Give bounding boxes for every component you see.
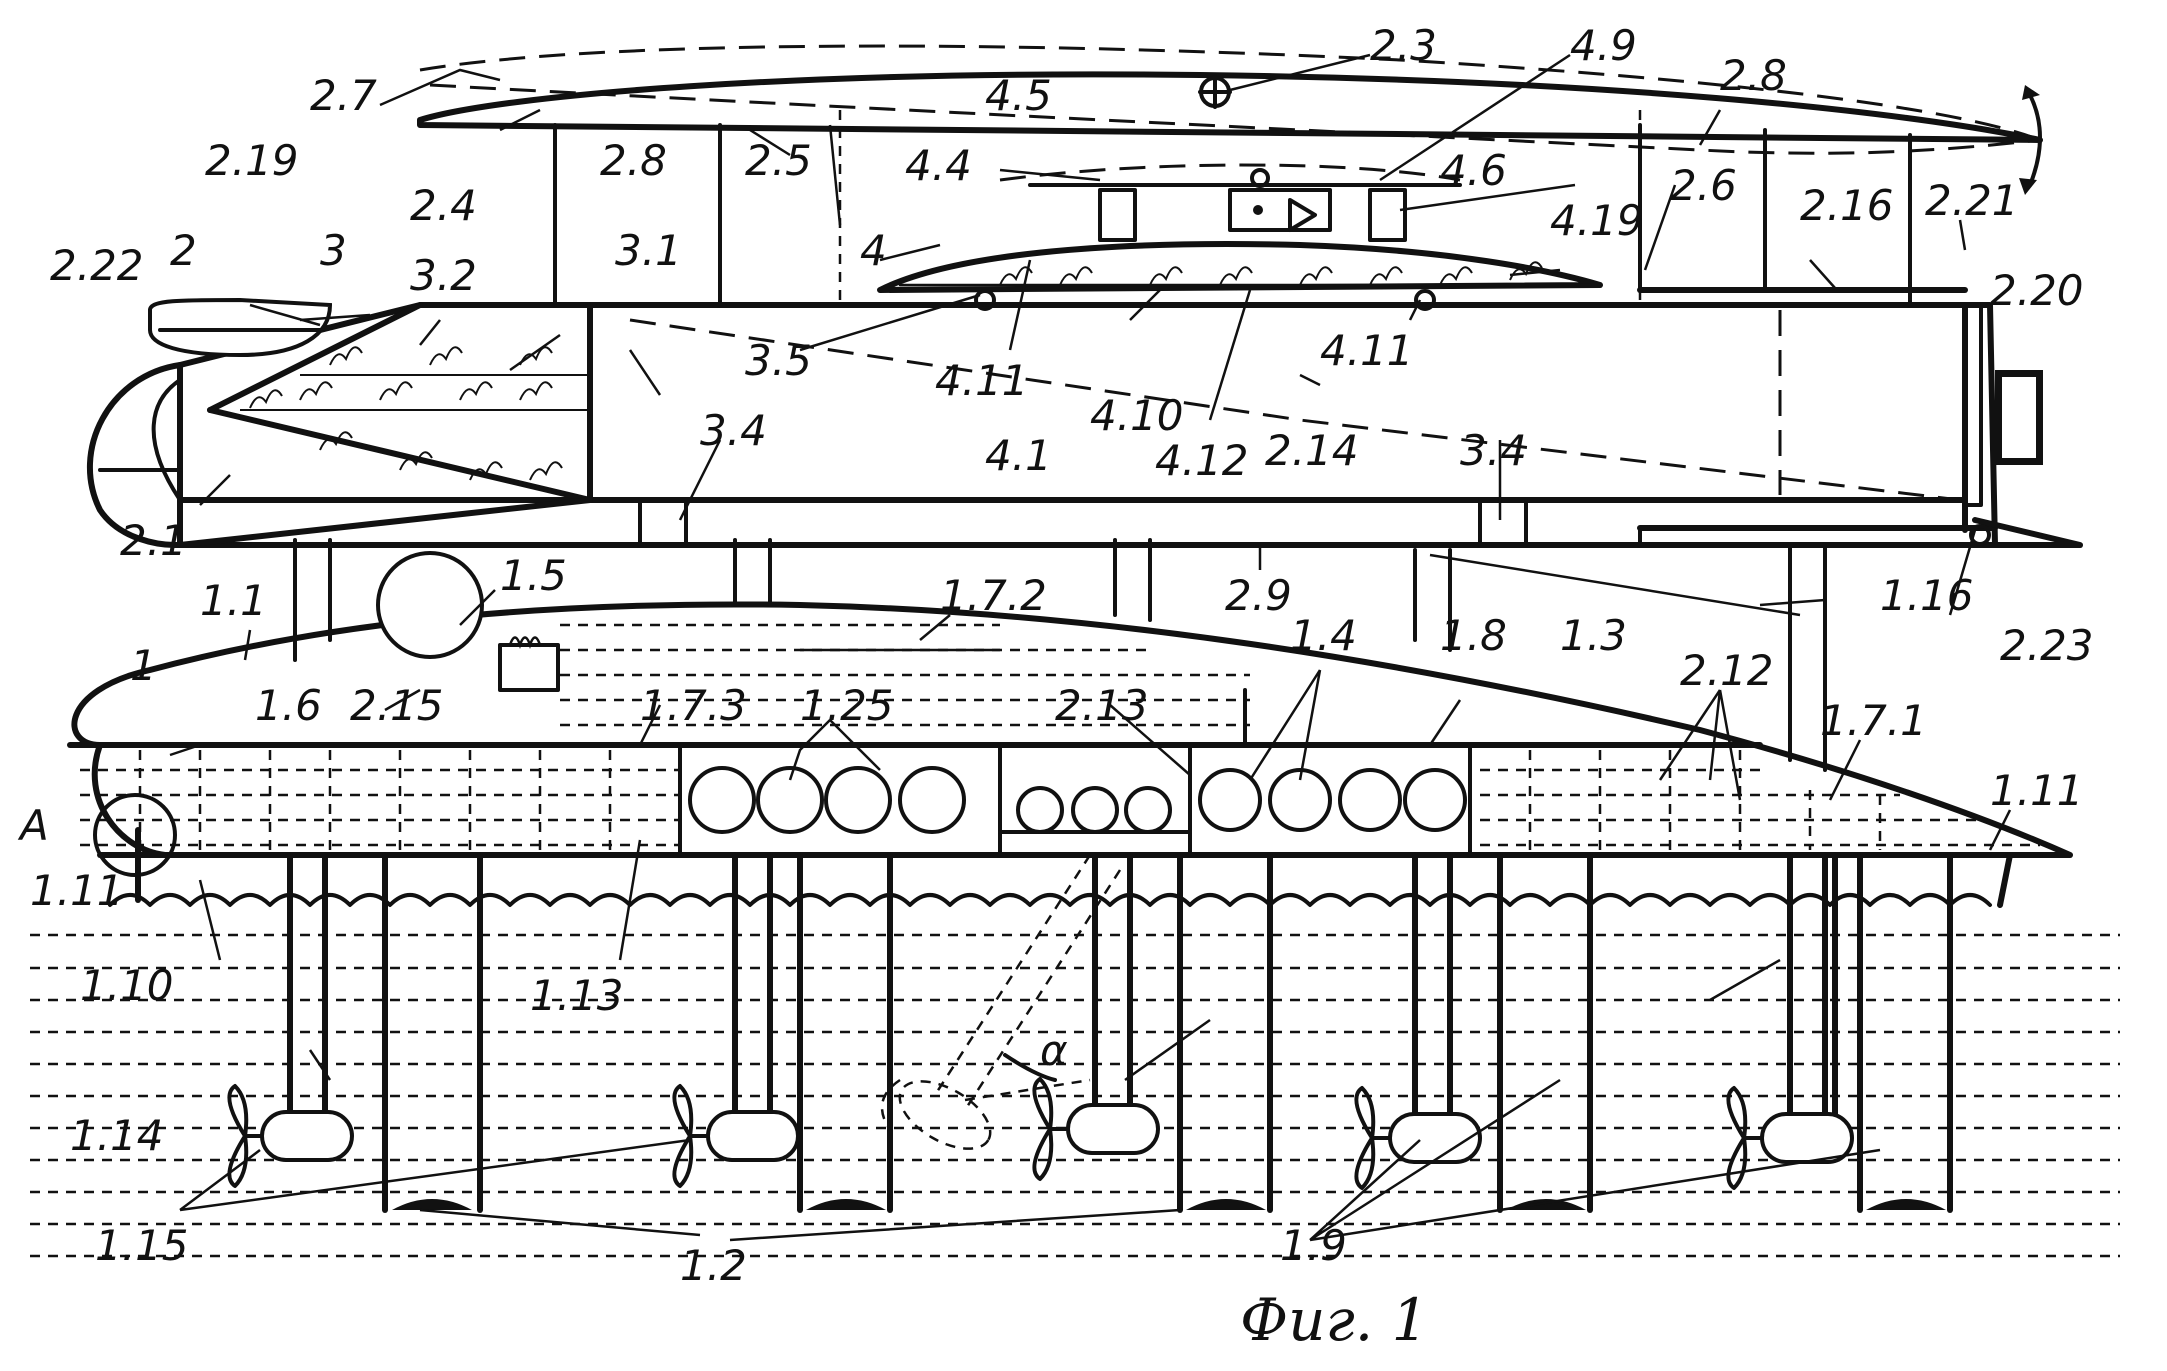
label-2-15: 2.15 <box>350 681 444 730</box>
upper-wing-outline <box>420 74 2040 140</box>
label-1-5: 1.5 <box>500 551 567 600</box>
label-4-19: 4.19 <box>1550 196 1644 245</box>
label-2-23: 2.23 <box>2000 621 2094 670</box>
label-3-4-right: 3.4 <box>1460 426 1527 475</box>
label-4: 4 <box>860 226 887 275</box>
label-1-3: 1.3 <box>1560 611 1627 660</box>
label-2-8-top: 2.8 <box>1720 51 1787 100</box>
label-2-21: 2.21 <box>1925 176 2019 225</box>
label-a: A <box>17 801 49 850</box>
label-3-2: 3.2 <box>410 251 477 300</box>
label-2-19: 2.19 <box>205 136 299 185</box>
middle-hull-outline <box>90 305 1995 545</box>
label-1-9: 1.9 <box>1280 1221 1347 1270</box>
label-1-10: 1.10 <box>80 961 174 1010</box>
label-2-12: 2.12 <box>1680 646 1774 695</box>
label-1-7-3: 1.7.3 <box>640 681 747 730</box>
label-3: 3 <box>320 226 347 275</box>
label-4-6: 4.6 <box>1440 146 1507 195</box>
label-3-5: 3.5 <box>745 336 812 385</box>
label-1-11-left: 1.11 <box>30 866 124 915</box>
water <box>30 895 2120 1256</box>
label-4-4: 4.4 <box>905 141 972 190</box>
label-alpha: α <box>1040 1026 1068 1075</box>
label-4-1: 4.1 <box>985 431 1052 480</box>
label-1-4: 1.4 <box>1290 611 1357 660</box>
label-2-22: 2.22 <box>50 241 144 290</box>
label-1-16: 1.16 <box>1880 571 1974 620</box>
label-2-9: 2.9 <box>1225 571 1292 620</box>
hatch-circle-1-6 <box>378 553 482 657</box>
label-2-3: 2.3 <box>1370 21 1437 70</box>
label-4-11-left: 4.11 <box>935 356 1029 405</box>
label-2-7: 2.7 <box>310 71 377 120</box>
label-1-7-2: 1.7.2 <box>940 571 1047 620</box>
label-1-14: 1.14 <box>70 1111 164 1160</box>
label-1-11-right: 1.11 <box>1990 766 2084 815</box>
label-3-4-left: 3.4 <box>700 406 767 455</box>
label-2-4: 2.4 <box>410 181 477 230</box>
label-1-13: 1.13 <box>530 971 624 1020</box>
canopy <box>150 300 330 355</box>
leg-caps-1-2 <box>392 1199 1946 1210</box>
label-2-14: 2.14 <box>1265 426 1359 475</box>
label-4-5: 4.5 <box>985 71 1052 120</box>
box-2-15 <box>500 645 558 690</box>
cylinders-1-8 <box>1200 770 1465 830</box>
label-2-5: 2.5 <box>745 136 812 185</box>
water-surface-waves <box>110 895 1990 905</box>
label-2-6: 2.6 <box>1670 161 1737 210</box>
label-1: 1 <box>130 641 157 690</box>
vertical-dashes <box>140 750 1880 850</box>
middle-hull <box>90 300 2080 545</box>
label-1-25: 1.25 <box>800 681 894 730</box>
label-1-15: 1.15 <box>95 1221 189 1270</box>
label-4-12: 4.12 <box>1155 436 1249 485</box>
label-4-9: 4.9 <box>1570 21 1637 70</box>
label-2-1: 2.1 <box>120 516 187 565</box>
label-1-2: 1.2 <box>680 1241 747 1290</box>
cylinders-2-13 <box>1018 788 1170 832</box>
label-2-16: 2.16 <box>1800 181 1894 230</box>
label-1-8: 1.8 <box>1440 611 1507 660</box>
label-3-1: 3.1 <box>615 226 682 275</box>
figure-caption: Фиг. 1 <box>1240 1286 1429 1354</box>
cylinders-1-25 <box>690 768 964 832</box>
label-2-20: 2.20 <box>1990 266 2084 315</box>
label-1-1: 1.1 <box>200 576 267 625</box>
label-4-10: 4.10 <box>1090 391 1184 440</box>
water-hatching <box>30 935 2120 1256</box>
label-1-6: 1.6 <box>255 681 322 730</box>
label-4-11-right: 4.11 <box>1320 326 1414 375</box>
label-1-7-1: 1.7.1 <box>1820 696 1927 745</box>
label-2-8-mid: 2.8 <box>600 136 667 185</box>
label-2: 2 <box>170 226 197 275</box>
label-2-13: 2.13 <box>1055 681 1149 730</box>
